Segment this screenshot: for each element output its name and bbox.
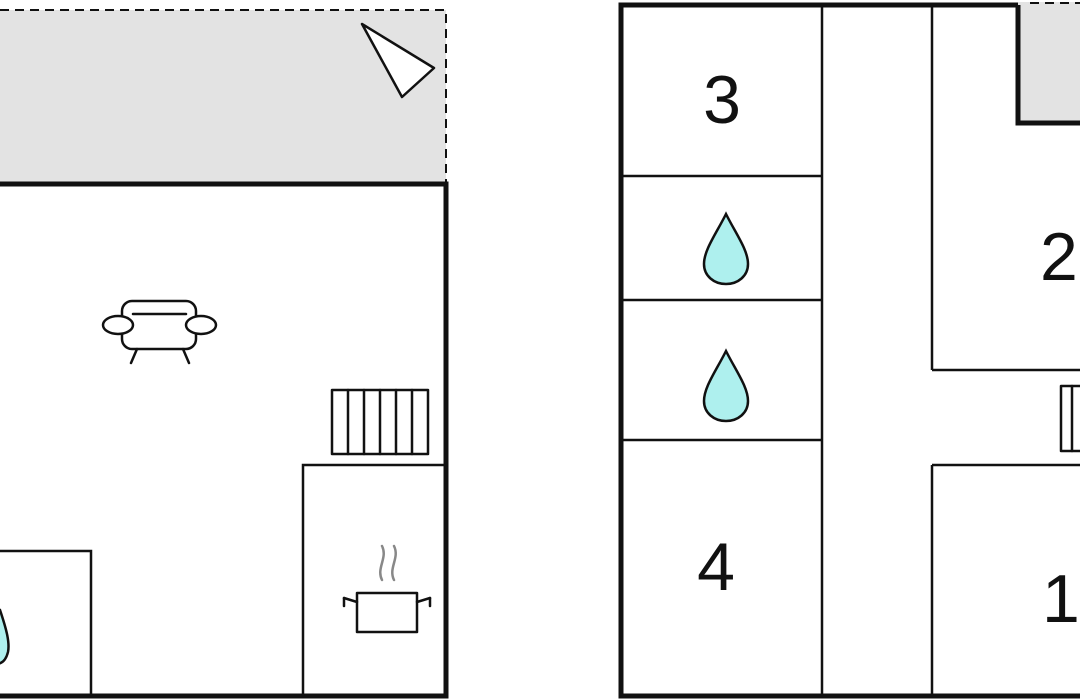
room-label-2: 2 — [1040, 219, 1078, 295]
balcony-area — [1015, 2, 1080, 126]
room-label-4: 4 — [697, 529, 735, 605]
radiator-icon — [1059, 384, 1080, 453]
upper-floor — [618, 2, 1080, 699]
living-room — [0, 181, 449, 699]
room-label-3: 3 — [703, 62, 741, 138]
room-label-1: 1 — [1042, 561, 1080, 637]
terrace-view-icon — [360, 22, 436, 99]
water-drop-icon — [702, 211, 750, 286]
water-drop-icon — [702, 348, 750, 423]
bathroom-left — [0, 549, 93, 696]
radiator-icon — [330, 388, 430, 456]
water-drop-icon — [0, 608, 10, 665]
cooking-pot-icon — [342, 544, 432, 634]
armchair-icon — [101, 299, 218, 365]
kitchen-area — [301, 463, 444, 696]
